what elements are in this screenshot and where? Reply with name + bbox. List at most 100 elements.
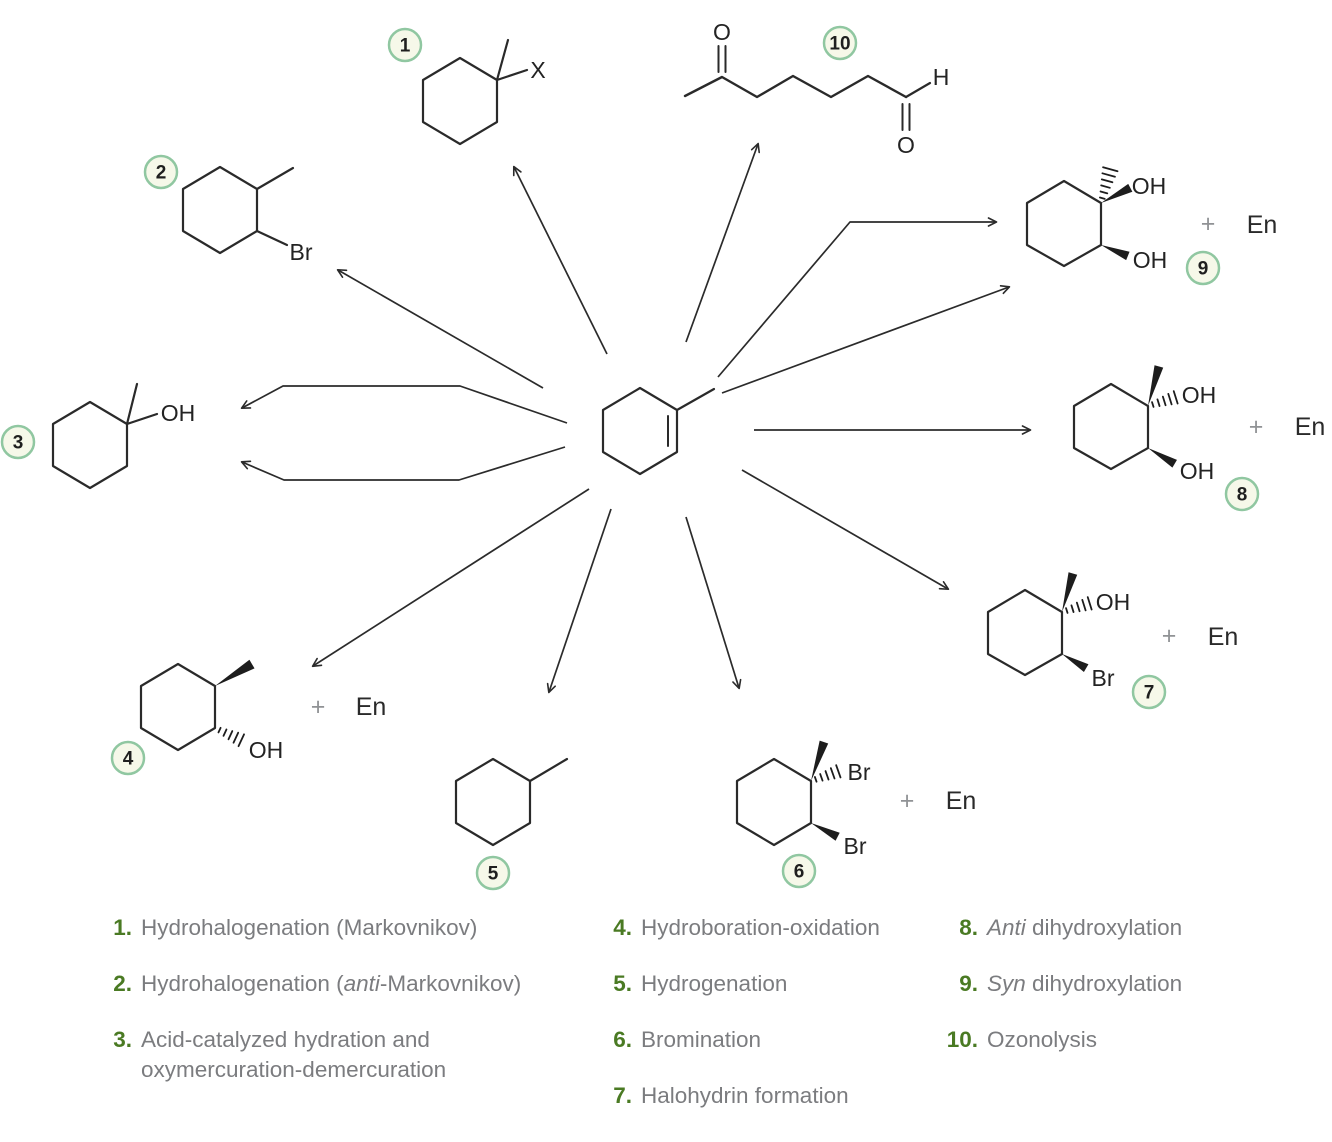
plus-sign: + [1162,622,1177,650]
badge-circle [387,27,423,63]
badge-1: 1 [387,27,423,63]
enantiomer-label: En [1208,623,1239,651]
badge-circle [0,424,36,460]
legend-text: Halohydrin formation [641,1083,849,1108]
methyl-bond [528,757,569,783]
legend-column-3: 8. Anti dihydroxylation 9. Syn dihydroxy… [930,913,1310,1081]
wedge-methyl-bond [1062,572,1078,612]
cyclohexane-ring [1025,179,1103,268]
legend-number: 7. [613,1083,632,1108]
badge-5: 5 [475,855,511,891]
product-7: OH Br 7 + En [986,572,1239,710]
badge-6: 6 [781,853,817,889]
product-4: OH 4 + En [110,659,387,776]
legend-number: 2. [113,971,132,996]
bromine-label: Br [848,759,871,785]
hydroxyl-label: OH [161,400,196,426]
product-5: 5 [454,757,569,891]
product-3: OH 3 [0,382,196,490]
product-6: Br Br 6 + En [735,740,977,889]
badge-number: 6 [794,862,805,883]
product-8: OH OH 8 + En [1072,365,1325,512]
badge-number: 9 [1198,259,1209,280]
hydroxyl-label: OH [1180,458,1215,484]
badge-circle [475,855,511,891]
badge-number: 7 [1144,683,1155,704]
reaction-diagram: X 1 Br 2 OH 3 OH 4 [0,19,1325,891]
plus-sign: + [900,787,915,815]
bromine-label: Br [844,833,867,859]
oxygen-label: O [713,19,731,45]
oxygen-label: O [897,132,915,158]
central-molecule [601,386,716,476]
badge-10: 10 [822,25,858,61]
badge-circle [781,853,817,889]
hydroxyl-label: OH [1132,173,1167,199]
hydroxyl-label: OH [1096,589,1131,615]
legend-text: Hydrogenation [641,971,788,996]
methyl-bond [495,38,510,82]
legend-item-10: 10. Ozonolysis [930,1025,1310,1055]
halide-bond [495,68,529,82]
wedge-methyl-bond [811,740,829,781]
product-2: Br 2 [143,154,313,265]
methyl-bond [125,382,139,426]
legend-text: Syn dihydroxylation [987,971,1183,996]
badge-3: 3 [0,424,36,460]
hashed-bromine-bond [813,764,842,783]
cyclohexane-ring [51,400,129,490]
cyclohexene-ring [601,386,679,476]
wedge-hydroxyl-bond [1148,448,1177,468]
cyclohexane-ring [986,588,1064,677]
legend-text: Ozonolysis [987,1027,1098,1052]
arrow-to-product-6 [685,516,742,690]
hashed-hydroxyl-bond [1065,596,1093,614]
arrow-to-product-5 [546,508,612,694]
wedge-methyl-bond [215,659,255,686]
legend-text: Hydroboration-oxidation [641,915,880,940]
hydroxyl-label: OH [1133,247,1168,273]
enantiomer-note: + En [1201,210,1278,239]
arrow-to-product-10 [685,142,760,343]
aldehyde-h-bond [904,81,932,99]
wedge-hydroxyl-bond [1101,183,1133,203]
product-9: OH OH 9 + En [1025,166,1278,286]
carbon-chain [683,74,908,99]
badge-circle [1131,674,1167,710]
legend-column-1: 1. Hydrohalogenation (Markovnikov) 2. Hy… [100,913,600,1111]
wedge-bromine-bond [1062,654,1089,673]
legend-text: Anti dihydroxylation [987,915,1183,940]
legend-item-6: 6. Bromination [600,1025,930,1055]
cyclohexane-ring [735,757,813,847]
methyl-bond [675,387,716,412]
methyl-bond [255,166,295,191]
plus-sign: + [1201,210,1216,238]
badge-7: 7 [1131,674,1167,710]
badge-number: 8 [1237,485,1248,506]
product-10: O H O 10 [683,19,949,158]
arrow-to-product-1 [512,165,608,355]
hydroxyl-label: OH [249,737,284,763]
hydroxyl-bond [125,412,159,426]
product-1: X 1 [387,27,546,146]
cyclohexane-ring [181,165,259,255]
legend-item-9: 9. Syn dihydroxylation [930,969,1310,999]
arrow-to-product-4 [311,488,590,668]
legend-item-2: 2. Hydrohalogenation (anti-Markovnikov) [100,969,600,999]
wedge-methyl-bond [1148,365,1164,406]
reaction-arrows [240,142,1032,694]
legend-text: Hydrohalogenation (Markovnikov) [141,915,478,940]
arrow-to-product-3-upper [240,385,568,424]
legend-number: 9. [959,971,978,996]
badge-number: 3 [13,433,24,454]
enantiomer-label: En [946,787,977,815]
legend-number: 8. [959,915,978,940]
badge-number: 5 [488,864,499,885]
badge-number: 2 [156,163,167,184]
badge-number: 1 [400,36,411,57]
arrow-to-product-9-lower [721,285,1011,394]
enantiomer-note: + En [311,693,387,721]
